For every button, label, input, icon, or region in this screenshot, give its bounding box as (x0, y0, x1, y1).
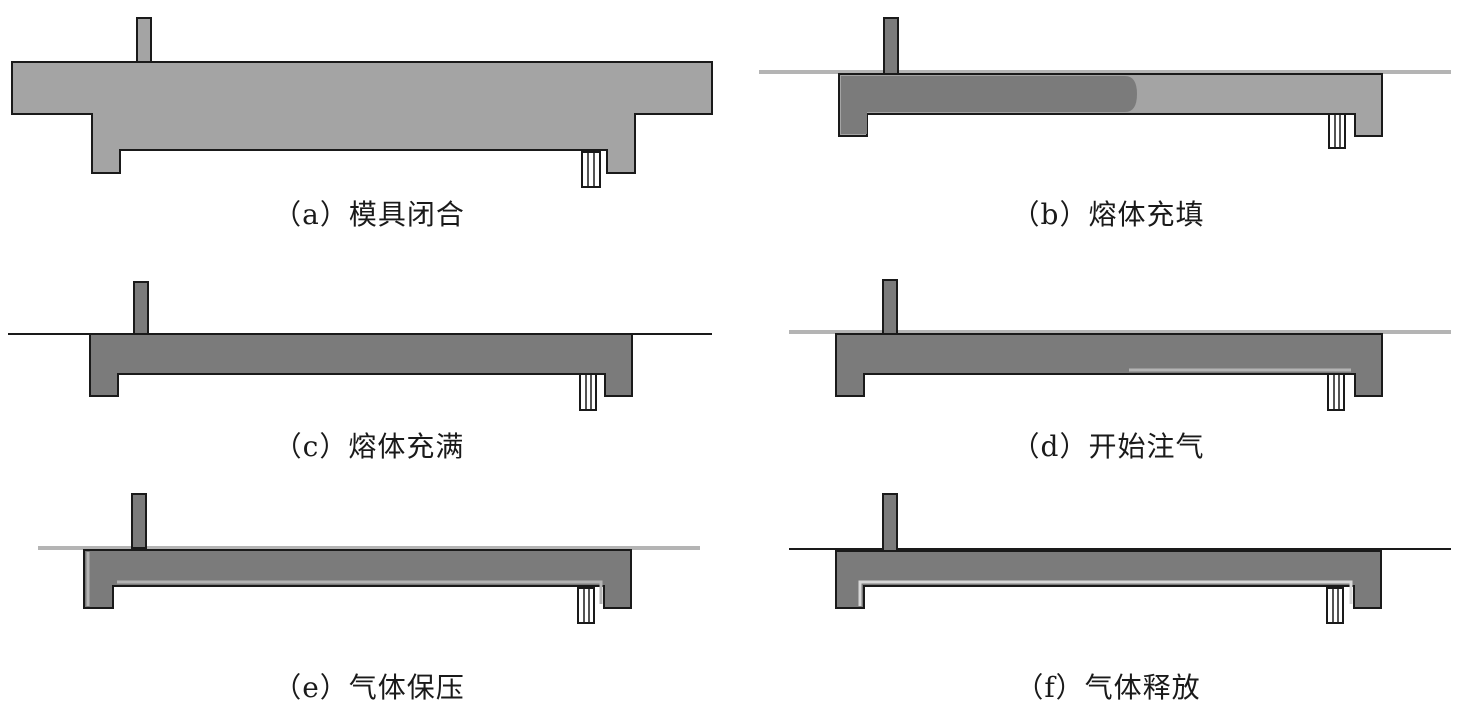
sprue (882, 279, 898, 335)
cavity-shape (11, 61, 713, 174)
caption-b: （b）熔体充填 (1011, 198, 1205, 231)
ejector-insert (577, 587, 595, 624)
gas-channel (858, 580, 1353, 606)
gas-release-diagram (789, 493, 1451, 624)
cavity-shape (83, 549, 632, 609)
ejector-insert (1328, 113, 1346, 149)
panel-f: （f）气体释放 (739, 472, 1477, 708)
ejector-insert (581, 151, 601, 188)
sprue (136, 17, 152, 63)
ejector-insert (1326, 587, 1344, 624)
caption-f: （f）气体释放 (1015, 671, 1201, 704)
caption-a: （a）模具闭合 (273, 198, 465, 231)
sprue (131, 493, 147, 549)
gas-injection-start-diagram (789, 279, 1451, 411)
cavity-shape (835, 550, 1382, 609)
melt-front (841, 76, 1137, 134)
sprue (882, 493, 898, 552)
panel-c: （c）熔体充满 (0, 236, 738, 472)
panel-b: （b）熔体充填 (739, 0, 1477, 236)
ejector-insert (1327, 373, 1345, 411)
sprue (883, 17, 899, 75)
melt-filling-diagram (759, 17, 1451, 149)
cavity-shape (835, 333, 1383, 397)
ejector-insert (579, 373, 597, 411)
gas-channel (86, 552, 603, 606)
panel-d: （d）开始注气 (739, 236, 1477, 472)
sprue (133, 281, 149, 335)
caption-e: （e）气体保压 (273, 671, 465, 704)
mold-cavity (11, 61, 713, 174)
panel-a: （a）模具闭合 (0, 0, 738, 236)
caption-c: （c）熔体充满 (273, 430, 465, 463)
cavity-shape (89, 333, 633, 397)
caption-d: （d）开始注气 (1011, 430, 1205, 463)
mold-closed-diagram (11, 17, 713, 188)
panel-e: （e）气体保压 (0, 472, 738, 708)
gas-holding-pressure-diagram (38, 493, 700, 624)
melt-filled-diagram (8, 281, 712, 411)
